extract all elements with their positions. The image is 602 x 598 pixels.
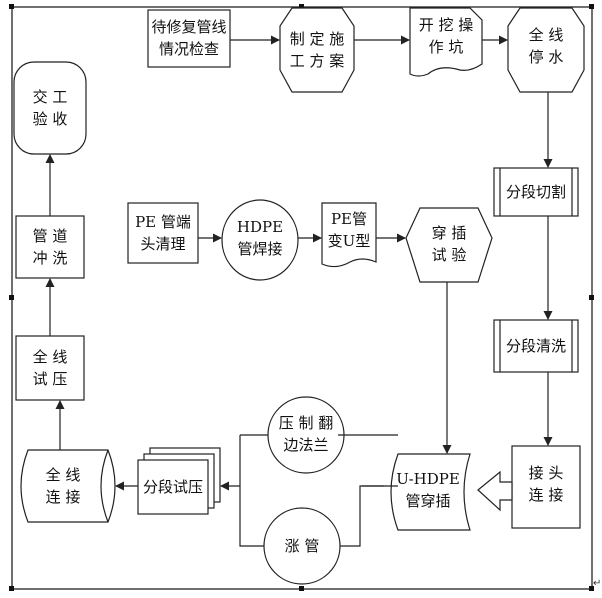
node-segment-pressure-test <box>137 459 209 515</box>
node-pipe-flushing <box>15 215 85 279</box>
label-pipe-flushing: 管 道冲 洗 <box>32 227 68 267</box>
node-full-line-shutoff <box>507 7 585 93</box>
label-insertion-test: 穿 插试 验 <box>431 224 467 264</box>
node-repair-inspection <box>147 9 231 68</box>
node-pe-end-cleaning <box>127 202 199 264</box>
node-full-line-connection-rim <box>100 449 109 523</box>
label-pe-end-cleaning: PE 管端头清理 <box>135 213 191 253</box>
node-hdpe-welding <box>221 199 299 281</box>
label-full-line-pressure-test: 全 线试 压 <box>32 348 68 388</box>
node-excavate-pit <box>409 7 483 77</box>
label-pe-to-u-shape: PE管变U型 <box>327 210 371 250</box>
label-flange-pressing: 压 制 翻边法兰 <box>278 414 334 454</box>
predefined-process-bars <box>499 168 573 372</box>
node-segment-cutting <box>493 167 579 217</box>
label-handover-acceptance: 交 工验 收 <box>32 88 68 128</box>
label-segment-cleaning: 分段清洗 <box>505 337 566 355</box>
label-excavate-pit: 开 挖 操作 坑 <box>418 16 474 56</box>
node-full-line-pressure-test <box>15 335 85 401</box>
frame-handles <box>9 4 594 591</box>
label-segment-pressure-test: 分段试压 <box>142 478 203 496</box>
label-repair-inspection: 待修复管线情况检查 <box>151 18 227 58</box>
paragraph-mark: ↵ <box>593 578 602 589</box>
label-joint-connection: 接 头连 接 <box>528 464 564 504</box>
block-arrow-left <box>477 470 513 512</box>
node-pe-to-u-shape <box>321 202 377 268</box>
node-construction-plan <box>279 7 355 93</box>
label-full-line-connection: 全 线连 接 <box>45 466 81 506</box>
label-construction-plan: 制 定 施工 方 案 <box>289 30 345 70</box>
label-pipe-expansion: 涨 管 <box>284 537 320 555</box>
bracket-n08-n09-n10 <box>239 434 398 547</box>
node-segment-cleaning <box>493 319 579 373</box>
node-insertion-test <box>405 207 493 283</box>
node-uhdpe-insertion <box>390 453 471 531</box>
label-segment-cutting: 分段切割 <box>505 183 566 201</box>
node-joint-connection <box>511 445 581 529</box>
label-full-line-shutoff: 全 线停 水 <box>528 26 564 66</box>
